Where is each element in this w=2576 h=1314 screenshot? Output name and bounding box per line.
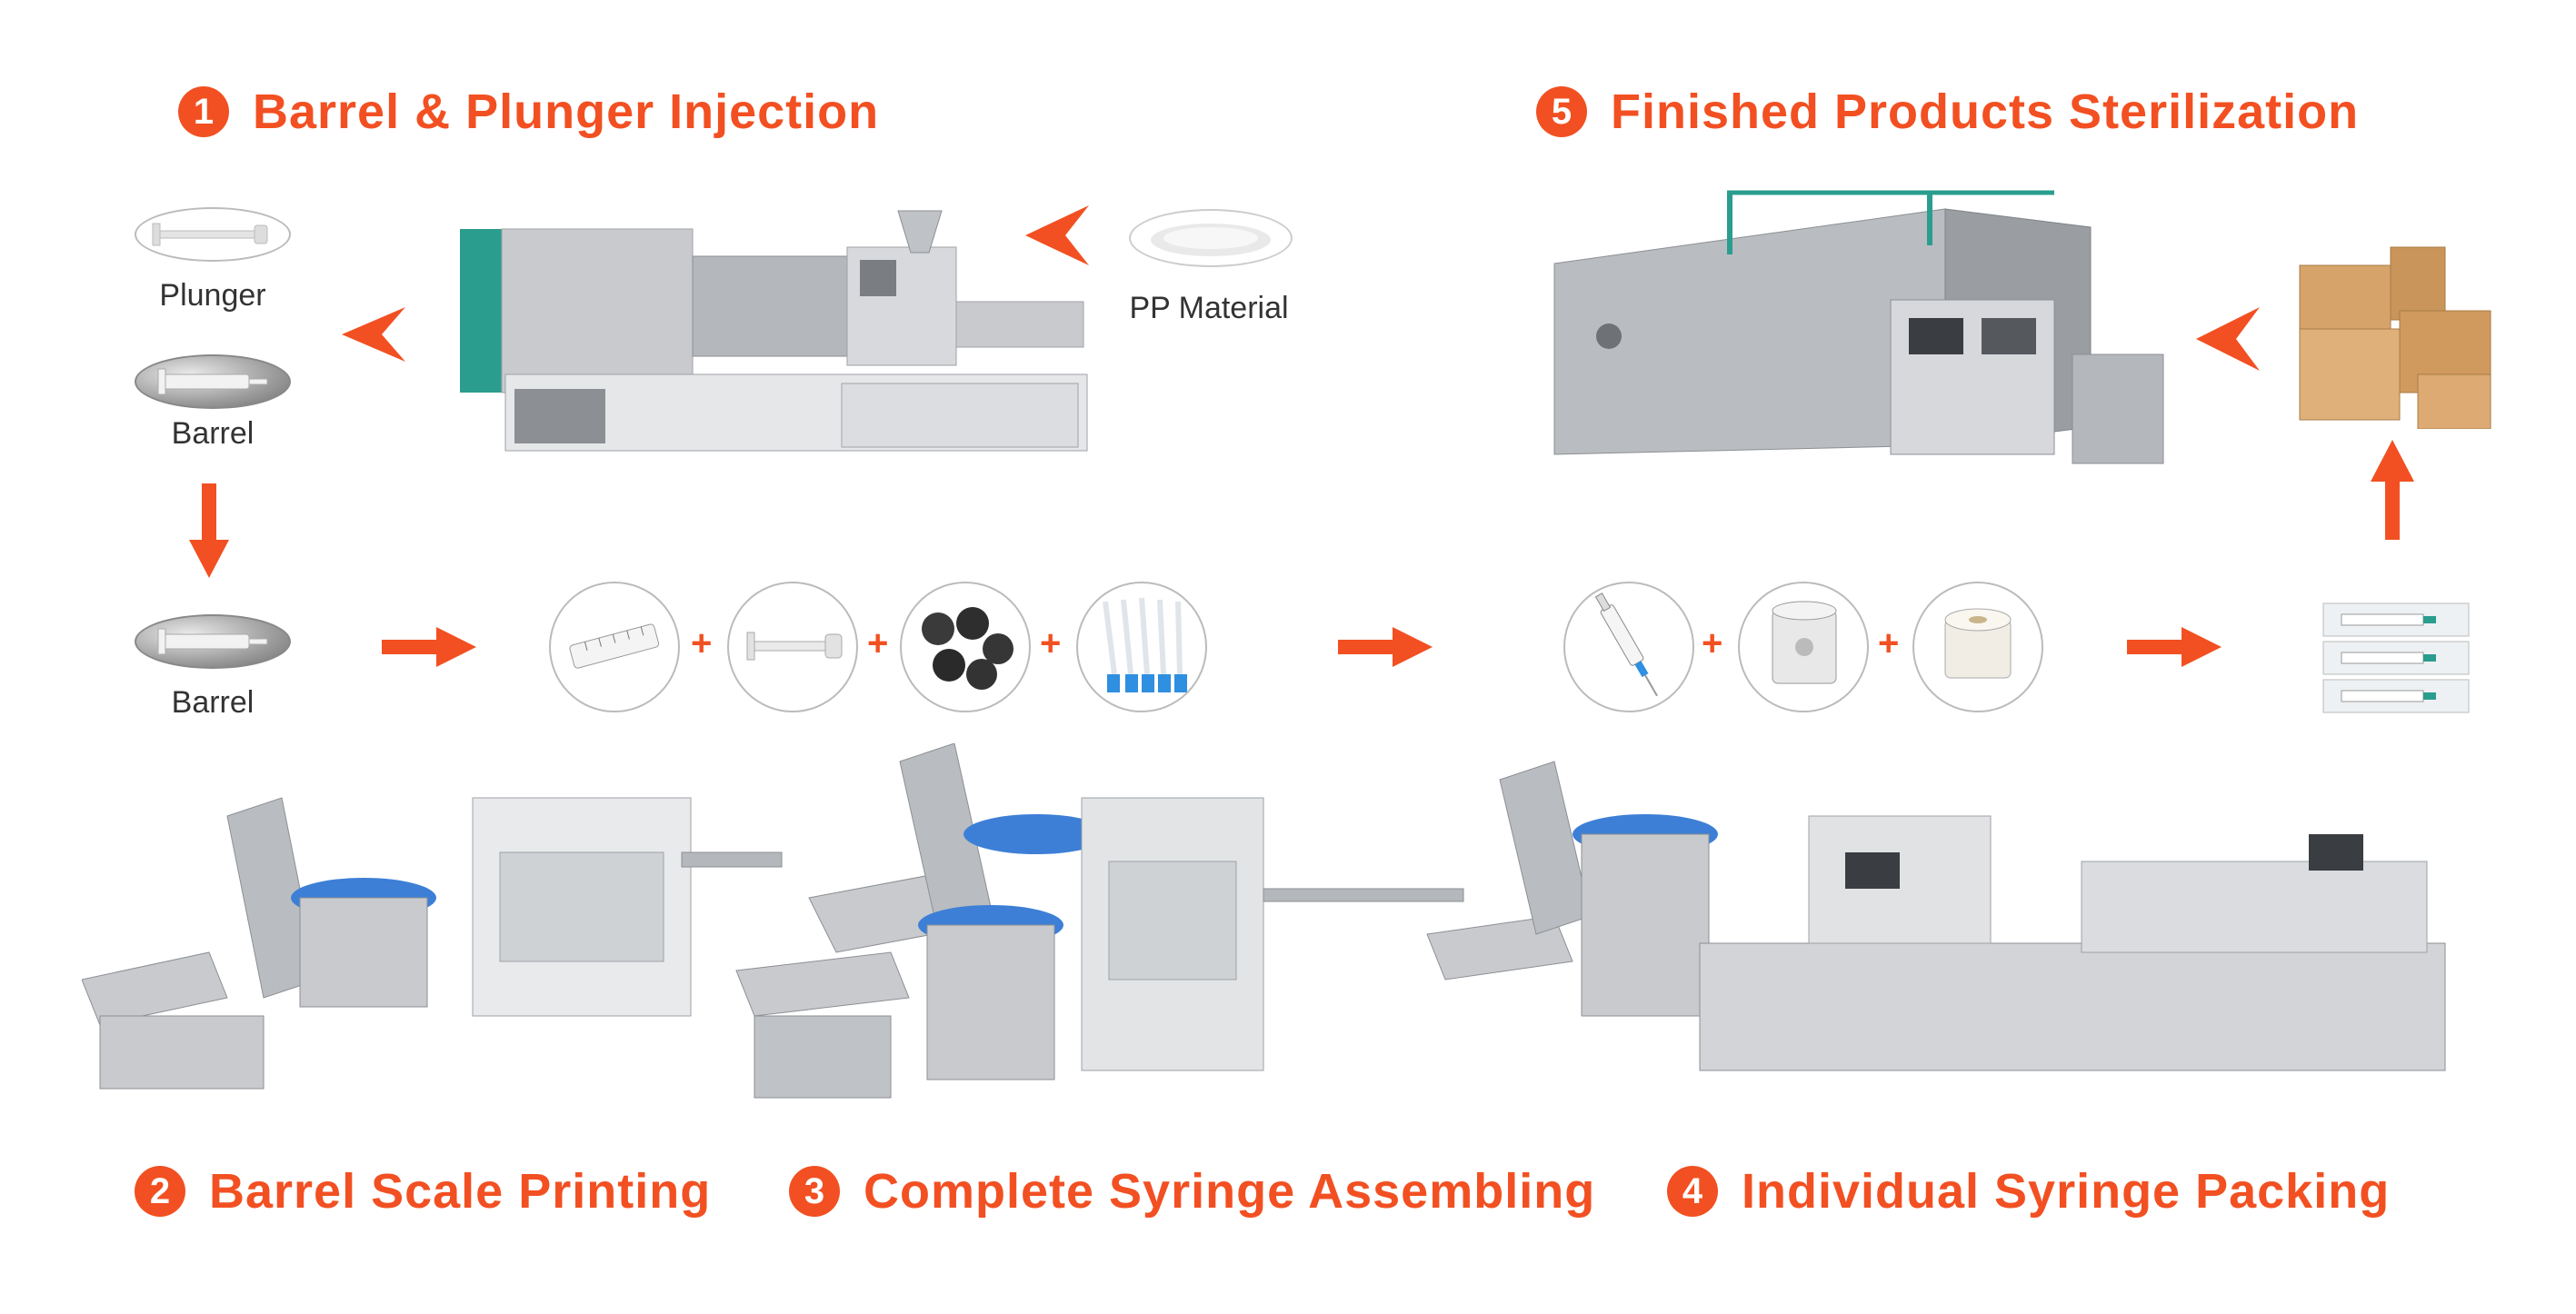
plus-sign: +	[691, 623, 713, 663]
step-label: Complete Syringe Assembling	[864, 1164, 1596, 1219]
chevron-icon-left	[342, 307, 405, 362]
step-title-2: 2 Barrel Scale Printing	[135, 1163, 711, 1219]
barrel-image-bottom	[135, 614, 291, 669]
plus-sign: +	[867, 623, 889, 663]
plunger-label: Plunger	[159, 278, 266, 313]
injection-molding-machine-image	[460, 210, 1088, 452]
cardboard-boxes-image	[2299, 246, 2491, 429]
step-label: Barrel Scale Printing	[209, 1164, 712, 1219]
step-title-1: 1 Barrel & Plunger Injection	[178, 84, 879, 140]
step-number-badge: 2	[135, 1166, 185, 1217]
step-title-5: 5 Finished Products Sterilization	[1536, 84, 2359, 140]
chevron-icon-left	[2196, 307, 2260, 371]
step-label: Individual Syringe Packing	[1742, 1164, 2391, 1219]
needles-image	[1076, 582, 1207, 712]
production-line-image	[82, 743, 2446, 1099]
rubber-stoppers-image	[900, 582, 1031, 712]
pp-material-image	[1129, 209, 1293, 267]
barrel-label-top: Barrel	[171, 416, 255, 451]
plus-sign: +	[1878, 623, 1900, 663]
plus-sign: +	[1040, 623, 1062, 663]
pp-material-label: PP Material	[1129, 291, 1289, 325]
arrow-icon-right	[382, 627, 476, 667]
printed-barrel-image	[549, 582, 680, 712]
plunger-component-image	[727, 582, 858, 712]
chevron-icon-left	[1025, 205, 1089, 265]
step-number-badge: 3	[789, 1166, 840, 1217]
plunger-image	[135, 207, 291, 262]
step-label: Barrel & Plunger Injection	[253, 85, 880, 139]
plus-sign: +	[1702, 623, 1723, 663]
step-label: Finished Products Sterilization	[1611, 85, 2360, 139]
step-number-badge: 5	[1536, 86, 1587, 137]
arrow-icon-down	[189, 483, 229, 578]
arrow-icon-right	[2127, 627, 2222, 667]
step-number-badge: 4	[1667, 1166, 1718, 1217]
arrow-icon-up	[2371, 440, 2414, 540]
barrel-image-top	[135, 354, 291, 409]
step-number-badge: 1	[178, 86, 229, 137]
step-title-4: 4 Individual Syringe Packing	[1667, 1163, 2390, 1219]
barrel-label-bottom: Barrel	[171, 685, 255, 720]
sterilizer-image	[1553, 190, 2164, 464]
arrow-icon-right	[1338, 627, 1433, 667]
packed-syringes-image	[2322, 602, 2470, 713]
step-title-3: 3 Complete Syringe Assembling	[789, 1163, 1595, 1219]
film-roll-image	[1738, 582, 1869, 712]
syringe-image	[1563, 582, 1694, 712]
paper-roll-image	[1912, 582, 2043, 712]
